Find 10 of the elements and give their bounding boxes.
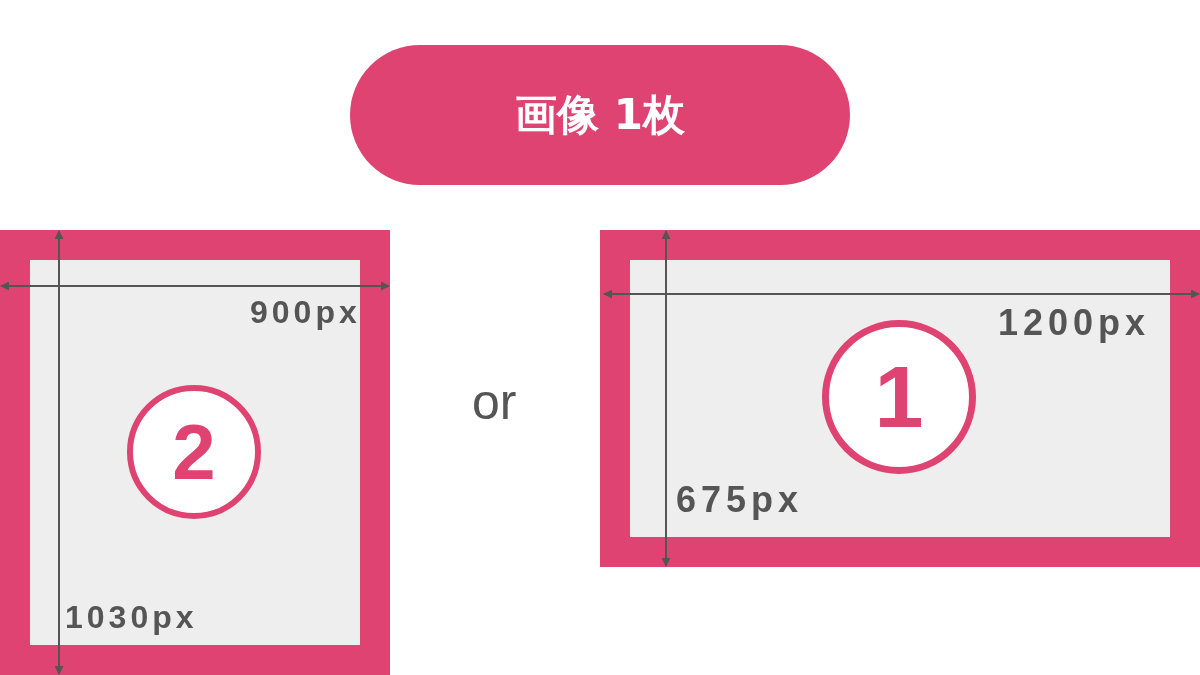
circle-number: 2 bbox=[172, 413, 216, 491]
circle-number: 1 bbox=[874, 353, 924, 441]
dimension-label: 675px bbox=[676, 482, 804, 518]
image-frame bbox=[0, 230, 390, 675]
dimension-label: 1200px bbox=[998, 305, 1151, 341]
image-frame bbox=[600, 230, 1200, 567]
or-text: or bbox=[472, 377, 517, 427]
dimension-label: 900px bbox=[250, 296, 361, 328]
title-text: 画像 1枚 bbox=[515, 91, 685, 139]
dimension-label: 1030px bbox=[65, 601, 198, 633]
